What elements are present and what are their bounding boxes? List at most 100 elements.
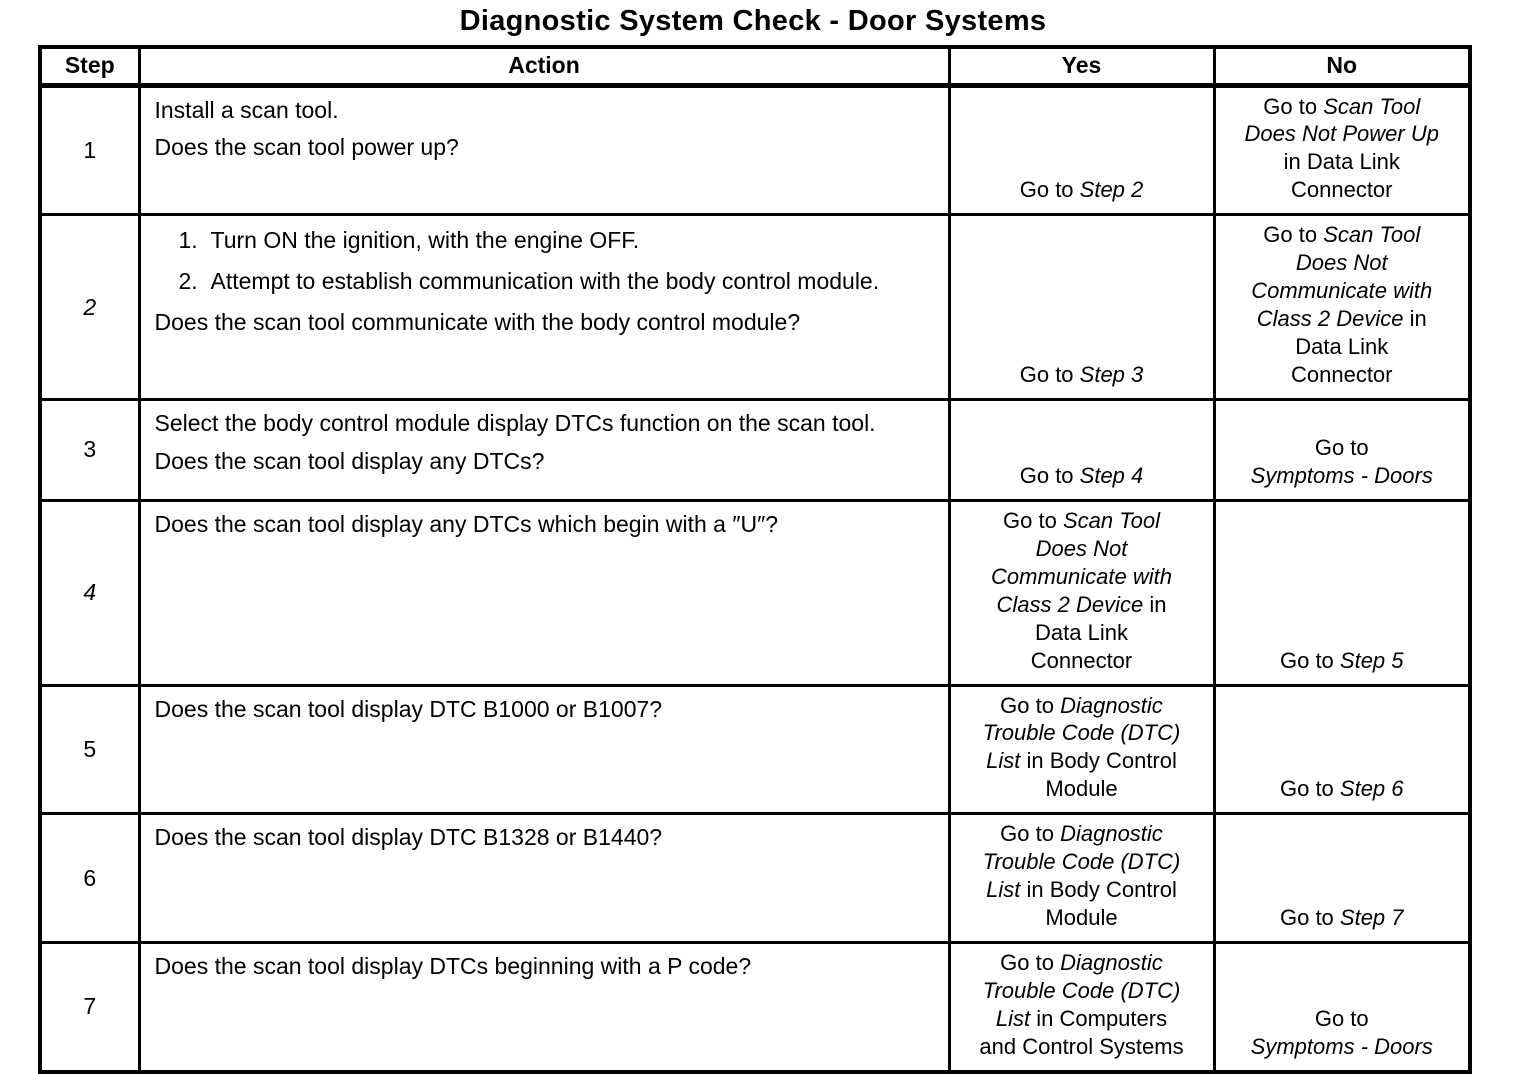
list-number: 2.	[178, 267, 198, 294]
goto-plain-text: Go to	[1279, 647, 1340, 673]
goto-plain-text: Go to	[1314, 435, 1369, 460]
action-paragraph: Does the scan tool display DTC B1328 or …	[154, 824, 663, 851]
reference-name: Step 6	[1339, 776, 1404, 802]
goto-plain-text: in Body Control Module	[1026, 748, 1177, 802]
reference-name: Diagnostic Trouble Code (DTC) List	[982, 821, 1181, 903]
step-cell: 3	[38, 397, 141, 502]
action-list-item: 1. Turn ON the ignition, with the engine …	[155, 225, 892, 257]
table-row: 1 Install a scan tool. Does the scan tool …	[38, 83, 1472, 217]
reference-name: Symptoms - Doors	[1250, 462, 1433, 488]
step-cell: 5	[38, 683, 141, 816]
table-row: 7 Does the scan tool display DTCs beginni…	[38, 940, 1472, 1074]
goto-text: Go to Diagnostic Trouble Code (DTC) List…	[961, 692, 1203, 804]
goto-text: Go to Step 5	[1226, 647, 1459, 675]
yes-cell: Go to Diagnostic Trouble Code (DTC) List…	[947, 812, 1216, 944]
reference-name: Step 3	[1079, 361, 1144, 387]
header-step: Step	[38, 45, 141, 88]
goto-plain-text: Go to	[1000, 821, 1061, 847]
step-cell: 4	[38, 498, 141, 687]
goto-text: Go to Symptoms - Doors	[1226, 434, 1459, 490]
header-row: Step Action Yes No	[38, 45, 1472, 88]
no-cell: Go to Symptoms - Doors	[1212, 940, 1472, 1074]
reference-name: Diagnostic Trouble Code (DTC) List	[982, 950, 1181, 1031]
goto-plain-text: Go to	[1019, 177, 1080, 203]
table-row: 6 Does the scan tool display DTC B1328 or…	[38, 812, 1472, 944]
goto-text: Go to Step 7	[1226, 904, 1459, 932]
header-yes: Yes	[947, 45, 1216, 88]
action-paragraph: Select the body control module display D…	[154, 409, 876, 436]
yes-cell: Go to Diagnostic Trouble Code (DTC) List…	[947, 683, 1216, 816]
list-text: Attempt to establish communication with …	[210, 267, 880, 294]
list-number: 1.	[178, 227, 198, 254]
goto-plain-text: Go to	[1263, 93, 1324, 119]
reference-name: Step 4	[1079, 462, 1144, 488]
action-cell: Select the body control module display D…	[137, 397, 951, 502]
goto-text: Go to Step 4	[961, 462, 1203, 490]
goto-plain-text: Go to	[1279, 776, 1340, 802]
no-cell: Go to Symptoms - Doors	[1212, 397, 1472, 502]
yes-cell: Go to Scan Tool Does Not Communicate wit…	[947, 498, 1216, 687]
goto-plain-text: Go to	[1019, 361, 1080, 387]
table-row: 5 Does the scan tool display DTC B1000 or…	[38, 683, 1472, 816]
yes-cell: Go to Step 2	[947, 83, 1216, 217]
goto-plain-text: Go to	[1000, 950, 1061, 975]
goto-plain-text: Go to	[1003, 507, 1063, 533]
no-cell: Go to Scan Tool Does Not Power Up in Dat…	[1212, 83, 1472, 217]
goto-plain-text: in Data Link Connector	[1283, 149, 1400, 203]
action-cell: Install a scan tool. Does the scan tool p…	[137, 83, 951, 217]
action-paragraph: Does the scan tool communicate with the …	[154, 308, 801, 335]
yes-cell: Go to Step 3	[947, 213, 1216, 401]
goto-text: Go to Diagnostic Trouble Code (DTC) List…	[961, 949, 1203, 1061]
goto-text: Go to Step 3	[961, 361, 1203, 389]
action-list-item: 2. Attempt to establish communication wit…	[155, 266, 892, 298]
no-cell: Go to Step 7	[1212, 812, 1472, 944]
step-cell: 6	[38, 812, 141, 944]
goto-text: Go to Scan Tool Does Not Communicate wit…	[1226, 221, 1459, 389]
action-cell: Does the scan tool display DTC B1000 or …	[137, 683, 951, 816]
action-cell: 1. Turn ON the ignition, with the engine …	[137, 213, 951, 401]
goto-plain-text: Go to	[1279, 905, 1340, 931]
goto-text: Go to Step 2	[961, 176, 1203, 204]
goto-plain-text: in Data Link Connector	[1290, 306, 1427, 387]
action-paragraph: Does the scan tool display DTC B1000 or …	[154, 695, 663, 722]
action-cell: Does the scan tool display DTCs beginnin…	[137, 940, 951, 1074]
table-row: 3 Select the body control module display …	[38, 397, 1472, 502]
list-text: Turn ON the ignition, with the engine OF…	[210, 227, 640, 254]
goto-text: Go to Diagnostic Trouble Code (DTC) List…	[961, 820, 1203, 932]
goto-text: Go to Step 6	[1226, 775, 1459, 803]
goto-text: Go to Scan Tool Does Not Communicate wit…	[961, 507, 1203, 675]
reference-name: Step 2	[1079, 177, 1144, 203]
action-cell: Does the scan tool display DTC B1328 or …	[137, 812, 951, 944]
reference-name: Scan Tool Does Not Communicate with Clas…	[991, 507, 1172, 617]
page-title: Diagnostic System Check - Door Systems	[459, 5, 1047, 37]
table-body: 1 Install a scan tool. Does the scan tool …	[38, 83, 1472, 1074]
goto-plain-text: Go to	[1314, 1005, 1369, 1031]
reference-name: Scan Tool Does Not Communicate with Clas…	[1251, 222, 1433, 332]
goto-plain-text: Go to	[1000, 692, 1061, 718]
goto-plain-text: Go to	[1263, 222, 1324, 248]
reference-name: Step 7	[1339, 905, 1404, 931]
step-cell: 7	[38, 940, 141, 1074]
action-cell: Does the scan tool display any DTCs whic…	[137, 498, 951, 687]
goto-text: Go to Scan Tool Does Not Power Up in Dat…	[1226, 93, 1459, 205]
step-cell: 1	[38, 83, 141, 217]
goto-plain-text: in Body Control Module	[1026, 877, 1177, 931]
goto-text: Go to Symptoms - Doors	[1226, 1005, 1459, 1061]
action-paragraph: Does the scan tool display any DTCs whic…	[154, 510, 779, 537]
action-paragraph: Install a scan tool.	[154, 96, 339, 123]
action-paragraph: Does the scan tool display DTCs beginnin…	[154, 953, 752, 979]
table-row: 4 Does the scan tool display any DTCs whi…	[38, 498, 1472, 687]
header-no: No	[1212, 45, 1472, 88]
reference-name: Diagnostic Trouble Code (DTC) List	[982, 692, 1181, 774]
table-header: Step Action Yes No	[38, 45, 1472, 88]
goto-plain-text: Go to	[1019, 462, 1080, 488]
action-paragraph: Does the scan tool display any DTCs?	[154, 447, 545, 474]
reference-name: Symptoms - Doors	[1250, 1033, 1433, 1059]
no-cell: Go to Step 6	[1212, 683, 1472, 816]
action-paragraph: Does the scan tool power up?	[154, 134, 459, 161]
no-cell: Go to Step 5	[1212, 498, 1472, 687]
goto-plain-text: in Data Link Connector	[1030, 591, 1167, 673]
